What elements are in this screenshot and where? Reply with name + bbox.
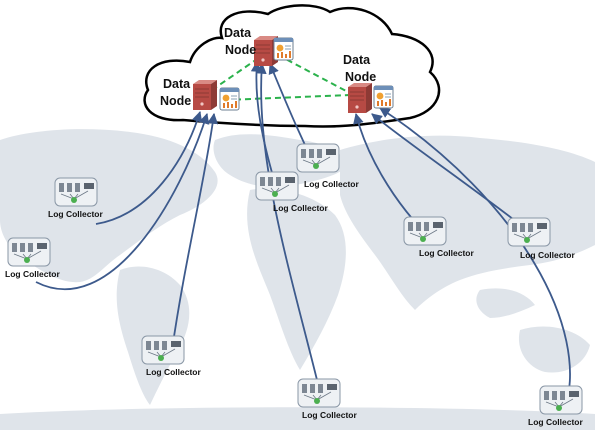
server-icon xyxy=(192,79,218,111)
log-collector-label: Log Collector xyxy=(5,269,60,279)
log-collector[interactable]: Log Collector xyxy=(403,216,474,258)
log-collector[interactable]: Log Collector xyxy=(507,217,575,260)
network-rack-icon xyxy=(296,143,340,173)
log-collector[interactable]: Log Collector xyxy=(48,177,103,219)
data-node-label: Data xyxy=(343,53,371,67)
network-rack-icon xyxy=(54,177,98,207)
data-node-label: Data xyxy=(163,77,191,91)
log-collector[interactable]: Log Collector xyxy=(528,385,583,427)
network-rack-icon xyxy=(141,335,185,365)
cloud-icon xyxy=(143,4,441,128)
log-collector-label: Log Collector xyxy=(273,203,328,213)
log-collector[interactable]: Log Collector xyxy=(296,143,359,189)
network-rack-icon xyxy=(507,217,551,247)
data-node-label: Data xyxy=(224,26,252,40)
data-node-label: Node xyxy=(345,70,376,84)
log-collector-label: Log Collector xyxy=(520,250,575,260)
log-collector[interactable]: Log Collector xyxy=(141,335,201,377)
log-collector-label: Log Collector xyxy=(419,248,474,258)
network-rack-icon xyxy=(7,237,51,267)
log-collector-label: Log Collector xyxy=(302,410,357,420)
log-collector-label: Log Collector xyxy=(146,367,201,377)
server-icon xyxy=(347,82,373,114)
log-collector[interactable]: Log Collector xyxy=(255,171,328,213)
log-collector-label: Log Collector xyxy=(528,417,583,427)
data-node-label: Node xyxy=(225,43,256,57)
log-collector-label: Log Collector xyxy=(48,209,103,219)
data-node-right[interactable]: Data Node xyxy=(343,53,394,114)
dashboard-icon xyxy=(219,87,240,111)
data-node-top[interactable]: Data Node xyxy=(224,26,294,67)
network-rack-icon xyxy=(539,385,583,415)
network-rack-icon xyxy=(403,216,447,246)
log-collector[interactable]: Log Collector xyxy=(297,378,357,420)
log-collector[interactable]: Log Collector xyxy=(5,237,60,279)
world-map-icon xyxy=(0,129,595,430)
data-node-label: Node xyxy=(160,94,191,108)
log-collector-label: Log Collector xyxy=(304,179,359,189)
network-rack-icon xyxy=(255,171,299,201)
data-node-left[interactable]: Data Node xyxy=(160,77,240,111)
dashboard-icon xyxy=(273,37,294,61)
dashboard-icon xyxy=(373,85,394,109)
network-rack-icon xyxy=(297,378,341,408)
